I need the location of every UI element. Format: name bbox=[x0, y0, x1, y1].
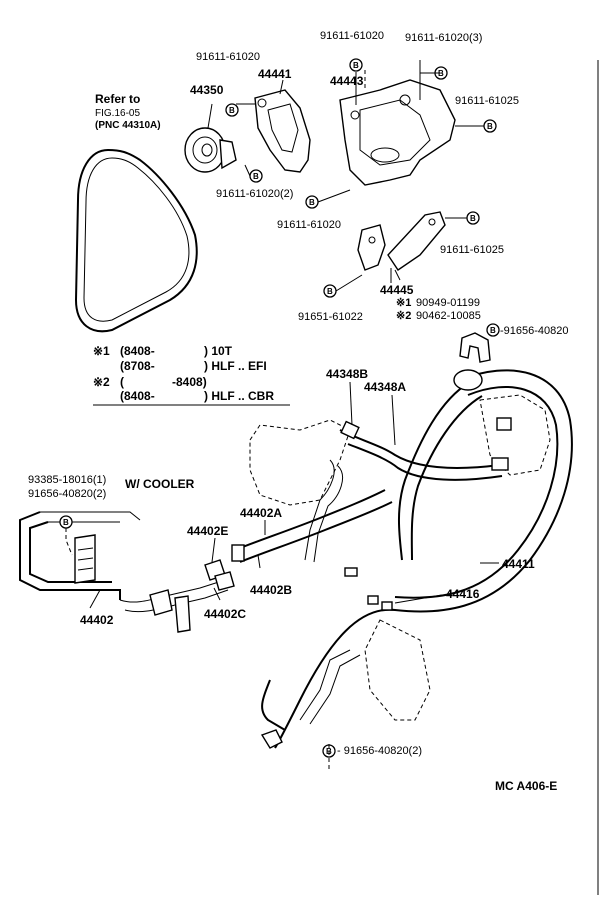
part-44402E: 44402E bbox=[187, 524, 228, 538]
bolt-label-5: 91611-61020(2) bbox=[216, 188, 293, 200]
part-44411: 44411 bbox=[502, 557, 535, 571]
bolt-label-7: 91611-61025 bbox=[440, 244, 504, 256]
note-2-range-open: ( bbox=[120, 375, 124, 389]
bolt-label-4: 91611-61025 bbox=[455, 95, 519, 107]
bolt-label-13: 91656-40820(2) bbox=[28, 488, 106, 500]
drive-belt bbox=[74, 148, 198, 333]
note-1-value-b: ) HLF .. EFI bbox=[204, 359, 267, 373]
part-44402A: 44402A bbox=[240, 506, 282, 520]
bracket-44441 bbox=[254, 79, 311, 173]
refer-title: Refer to bbox=[95, 92, 140, 106]
svg-text:B: B bbox=[309, 198, 315, 207]
note-2-range-a: -8408) bbox=[172, 375, 207, 389]
refer-fig: FIG.16-05 bbox=[95, 108, 140, 119]
svg-text:B: B bbox=[487, 122, 493, 131]
bracket-44445 bbox=[357, 211, 446, 281]
svg-text:B: B bbox=[490, 326, 496, 335]
bolt-star-2: ※2 bbox=[396, 310, 411, 322]
oil-cooler bbox=[19, 511, 235, 633]
bracket-44443 bbox=[339, 70, 456, 186]
bolt-label-1: 91611-61020 bbox=[196, 51, 260, 63]
bolt-marker: B B B B B B B B B B B bbox=[59, 58, 500, 758]
bolt-label-2: 91611-61020 bbox=[320, 30, 384, 42]
note-1-value-a: ) 10T bbox=[204, 344, 233, 358]
part-44443: 44443 bbox=[330, 74, 364, 88]
note-2-value-b: ) HLF .. CBR bbox=[204, 389, 274, 403]
part-44441: 44441 bbox=[258, 67, 292, 81]
bolt-star-1: ※1 bbox=[396, 297, 411, 309]
bolt-label-6: 91611-61020 bbox=[277, 219, 341, 231]
part-44348A: 44348A bbox=[364, 380, 406, 394]
leader-lines bbox=[65, 60, 499, 770]
part-44402: 44402 bbox=[80, 613, 114, 627]
diagram-code: MC A406-E bbox=[495, 779, 557, 793]
part-44402B: 44402B bbox=[250, 583, 292, 597]
svg-text:B: B bbox=[470, 214, 476, 223]
note-2-range-b: (8408- bbox=[120, 389, 155, 403]
svg-text:B: B bbox=[229, 106, 235, 115]
part-44348B: 44348B bbox=[326, 367, 368, 381]
bolt-label-14: - 91656-40820(2) bbox=[337, 745, 422, 757]
hose-clamp-bracket bbox=[459, 332, 491, 363]
bolt-label-12: 93385-18016(1) bbox=[28, 474, 106, 486]
bolt-label-3: 91611-61020(3) bbox=[405, 32, 482, 44]
cooler-label: W/ COOLER bbox=[125, 477, 195, 491]
bolt-label-10: 90462-10085 bbox=[416, 310, 481, 322]
part-44350: 44350 bbox=[190, 83, 224, 97]
note-1-code: ※1 bbox=[93, 344, 110, 358]
part-44445: 44445 bbox=[380, 283, 414, 297]
part-44416: 44416 bbox=[446, 587, 480, 601]
bolt-label-9: 90949-01199 bbox=[416, 297, 480, 309]
part-44402C: 44402C bbox=[204, 607, 246, 621]
svg-text:B: B bbox=[438, 69, 444, 78]
note-2-code: ※2 bbox=[93, 375, 110, 389]
note-1-range-a: (8408- bbox=[120, 344, 155, 358]
note-1-range-b: (8708- bbox=[120, 359, 155, 373]
pressure-hoses bbox=[231, 369, 573, 749]
bolt-label-11: -91656-40820 bbox=[500, 325, 569, 337]
svg-text:B: B bbox=[63, 518, 69, 527]
idler-pulley bbox=[184, 103, 237, 173]
refer-pnc: (PNC 44310A) bbox=[95, 120, 161, 131]
bolt-label-8: 91651-61022 bbox=[298, 311, 363, 323]
svg-text:B: B bbox=[353, 61, 359, 70]
svg-text:B: B bbox=[327, 287, 333, 296]
svg-text:B: B bbox=[253, 172, 259, 181]
